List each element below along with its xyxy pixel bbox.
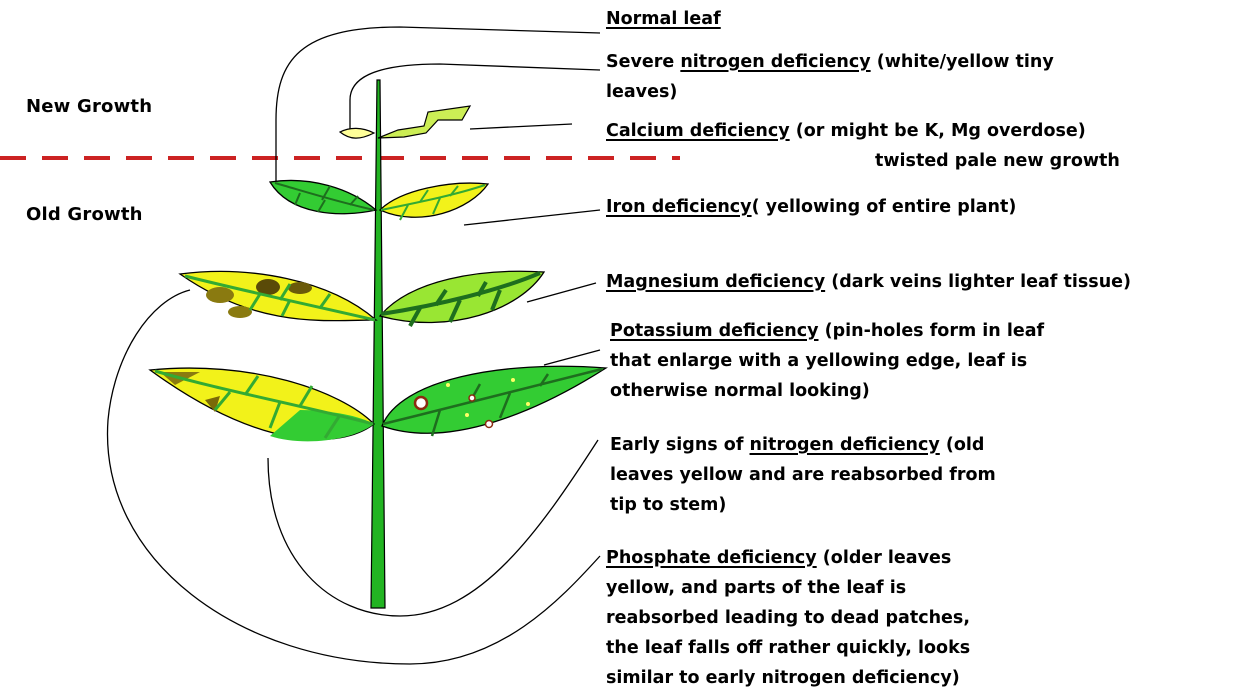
early-nitrogen-desc-2: leaves yellow and are reabsorbed from <box>610 465 996 485</box>
iron-desc: ( yellowing of entire plant) <box>752 197 1017 217</box>
magnesium-title: Magnesium deficiency <box>606 272 825 292</box>
label-magnesium: Magnesium deficiency (dark veins lighter… <box>606 267 1131 297</box>
calcium-title: Calcium deficiency <box>606 121 790 141</box>
leader-potassium <box>544 350 600 365</box>
normal-leaf-title: Normal leaf <box>606 9 721 29</box>
phosphate-desc: (older leaves <box>817 548 952 568</box>
phosphate-title: Phosphate deficiency <box>606 548 817 568</box>
severe-nitrogen-desc-2: leaves) <box>606 82 677 102</box>
new-growth-label: New Growth <box>26 96 152 117</box>
leader-severe-nitrogen <box>350 64 600 130</box>
phosphate-desc-2: yellow, and parts of the leaf is <box>606 578 906 598</box>
label-phosphate: Phosphate deficiency (older leaves yello… <box>606 543 970 693</box>
tiny-left-leaf <box>340 128 374 138</box>
label-calcium: Calcium deficiency (or might be K, Mg ov… <box>606 116 1086 146</box>
potassium-desc-2: that enlarge with a yellowing edge, leaf… <box>610 351 1027 371</box>
potassium-desc: (pin-holes form in leaf <box>819 321 1045 341</box>
leader-early-nitrogen <box>268 440 598 616</box>
calcium-twisted-leaf <box>378 106 470 138</box>
leader-iron <box>464 210 600 225</box>
severe-nitrogen-desc: (white/yellow tiny <box>871 52 1054 72</box>
severe-nitrogen-prefix: Severe <box>606 52 680 72</box>
potassium-title: Potassium deficiency <box>610 321 819 341</box>
leader-lines <box>108 27 600 664</box>
early-nitrogen-prefix: Early signs of <box>610 435 750 455</box>
phosphate-desc-3: reabsorbed leading to dead patches, <box>606 608 970 628</box>
calcium-desc: (or might be K, Mg overdose) <box>790 121 1086 141</box>
phosphate-desc-4: the leaf falls off rather quickly, looks <box>606 638 970 658</box>
label-potassium: Potassium deficiency (pin-holes form in … <box>610 316 1044 406</box>
iron-title: Iron deficiency <box>606 197 752 217</box>
severe-nitrogen-title: nitrogen deficiency <box>680 52 870 72</box>
label-iron: Iron deficiency( yellowing of entire pla… <box>606 192 1016 222</box>
early-nitrogen-desc: (old <box>940 435 985 455</box>
leader-calcium <box>470 124 572 129</box>
potassium-desc-3: otherwise normal looking) <box>610 381 870 401</box>
label-severe-nitrogen: Severe nitrogen deficiency (white/yellow… <box>606 47 1054 107</box>
early-nitrogen-title: nitrogen deficiency <box>750 435 940 455</box>
leader-magnesium <box>527 283 596 302</box>
label-early-nitrogen: Early signs of nitrogen deficiency (old … <box>610 430 996 520</box>
old-growth-label: Old Growth <box>26 204 143 225</box>
label-normal-leaf: Normal leaf <box>606 4 721 34</box>
early-nitrogen-desc-3: tip to stem) <box>610 495 726 515</box>
magnesium-desc: (dark veins lighter leaf tissue) <box>825 272 1131 292</box>
calcium-desc-2: twisted pale new growth <box>875 146 1120 176</box>
phosphate-desc-5: similar to early nitrogen deficiency) <box>606 668 960 688</box>
